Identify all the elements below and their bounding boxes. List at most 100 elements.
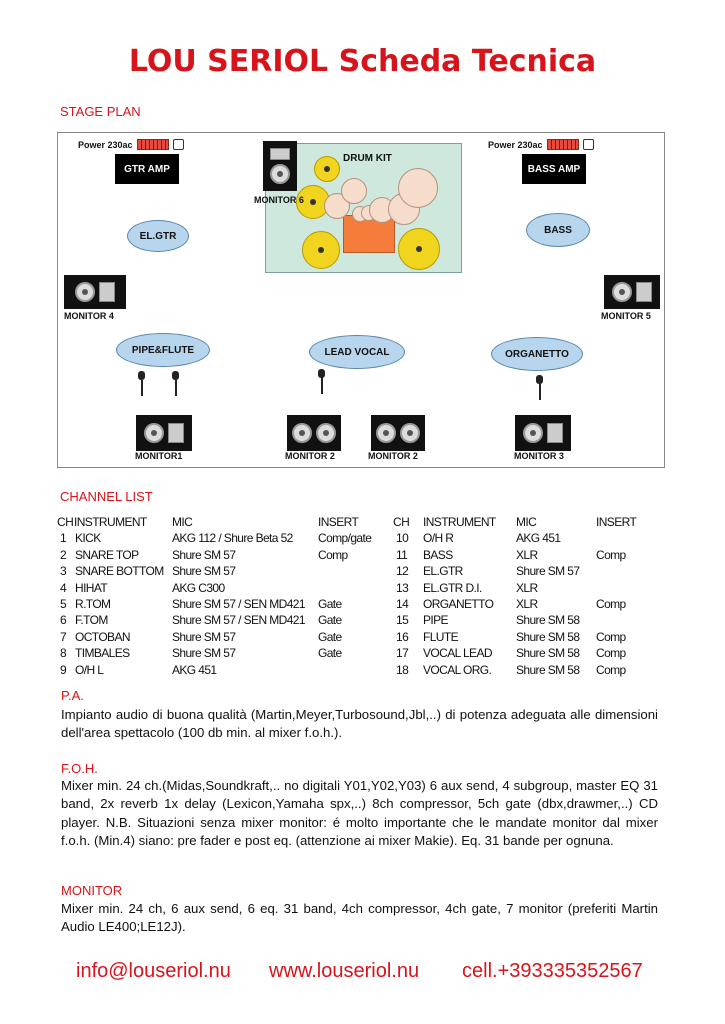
mic-icon — [536, 375, 543, 400]
monitor-1-speaker — [136, 415, 192, 451]
ch-number: 12 — [396, 564, 409, 579]
header-ch: CH — [57, 515, 74, 529]
ch-insert: Comp — [596, 547, 626, 562]
ch-mic: Shure SM 57 — [172, 547, 236, 562]
ch-instrument: OCTOBAN — [75, 629, 131, 644]
ch-number: 9 — [60, 662, 67, 677]
power-left: Power 230ac — [78, 139, 184, 150]
ch-instrument: SNARE TOP — [75, 547, 139, 562]
monitor-heading: MONITOR — [61, 883, 123, 898]
header-mic: MIC — [172, 515, 193, 529]
ch-instrument: R.TOM — [75, 596, 111, 611]
ch-mic: Shure SM 57 — [516, 564, 580, 579]
ch-mic: Shure SM 58 — [516, 646, 580, 661]
pa-heading: P.A. — [61, 688, 84, 703]
footer-email-link[interactable]: info@louseriol.nu — [76, 960, 231, 982]
ch-instrument: HIHAT — [75, 580, 108, 595]
foh-heading: F.O.H. — [61, 761, 98, 776]
crash-cymbal-right — [398, 228, 440, 270]
ch-number: 1 — [60, 531, 67, 546]
ch-mic: Shure SM 57 — [172, 646, 236, 661]
ch-instrument: KICK — [75, 531, 101, 546]
ch-mic: Shure SM 58 — [516, 629, 580, 644]
organetto-position: ORGANETTO — [491, 337, 583, 371]
ch-mic: XLR — [516, 547, 538, 562]
monitor-3-speaker — [515, 415, 571, 451]
ch-mic: Shure SM 57 — [172, 629, 236, 644]
bass-amp: BASS AMP — [522, 154, 586, 184]
ch-insert: Comp — [318, 547, 348, 562]
ch-number: 3 — [60, 564, 67, 579]
ch-mic: AKG C300 — [172, 580, 225, 595]
monitor-5-label: MONITOR 5 — [601, 311, 651, 321]
ch-instrument: EL.GTR D.I. — [423, 580, 482, 595]
el-gtr-position: EL.GTR — [127, 220, 189, 252]
mic-icon — [138, 371, 145, 396]
ch-instrument: VOCAL ORG. — [423, 662, 492, 677]
pa-text: Impianto audio di buona qualità (Martin,… — [61, 707, 658, 741]
power-strip-icon — [546, 139, 579, 150]
page-title: LOU SERIOL Scheda Tecnica — [128, 44, 597, 79]
ch-number: 17 — [396, 646, 409, 661]
power-right: Power 230ac — [488, 139, 594, 150]
ch-number: 8 — [60, 646, 67, 661]
footer-phone: cell.+393335352567 — [462, 960, 643, 982]
ch-number: 6 — [60, 613, 67, 628]
gtr-amp: GTR AMP — [115, 154, 179, 184]
ch-number: 16 — [396, 629, 409, 644]
monitor-2a-speaker — [287, 415, 341, 451]
ch-insert: Comp — [596, 646, 626, 661]
ch-insert: Gate — [318, 596, 342, 611]
ch-number: 18 — [396, 662, 409, 677]
ch-instrument: TIMBALES — [75, 646, 130, 661]
ch-insert: Comp — [596, 596, 626, 611]
ch-number: 4 — [60, 580, 67, 595]
power-left-label: Power 230ac — [78, 139, 133, 150]
power-strip-icon — [136, 139, 169, 150]
monitor-6-label: MONITOR 6 — [254, 195, 304, 205]
monitor-6-speaker — [263, 141, 297, 191]
stage-plan-diagram: Power 230ac Power 230ac GTR AMP BASS AMP… — [57, 132, 665, 468]
ch-number: 13 — [396, 580, 409, 595]
power-right-label: Power 230ac — [488, 139, 543, 150]
plug-icon — [582, 139, 594, 150]
ch-mic: Shure SM 57 — [172, 564, 236, 579]
monitor-2b-speaker — [371, 415, 425, 451]
ch-insert: Gate — [318, 629, 342, 644]
header-mic: MIC — [516, 515, 537, 529]
floor-tom-large — [398, 168, 438, 208]
ch-number: 5 — [60, 596, 67, 611]
pipe-flute-position: PIPE&FLUTE — [116, 333, 210, 367]
ch-insert: Gate — [318, 646, 342, 661]
header-ch: CH — [393, 515, 410, 529]
ch-insert: Gate — [318, 613, 342, 628]
channel-row: 4 HIHAT AKG C300 — [57, 581, 397, 597]
ch-insert: Comp — [596, 662, 626, 677]
channel-row: 8 TIMBALES Shure SM 57 Gate — [57, 646, 397, 662]
bass-position: BASS — [526, 213, 590, 247]
monitor-text: Mixer min. 24 ch, 6 aux send, 6 eq. 31 b… — [61, 901, 658, 935]
ch-insert: Comp — [596, 629, 626, 644]
drum-kit-label: DRUM KIT — [343, 153, 392, 164]
footer-website-link[interactable]: www.louseriol.nu — [269, 960, 420, 982]
rack-tom — [341, 178, 367, 204]
channel-row: 3 SNARE BOTTOM Shure SM 57 — [57, 564, 397, 580]
ch-number: 2 — [60, 547, 67, 562]
ch-mic: Shure SM 57 / SEN MD421 — [172, 613, 306, 628]
ch-number: 11 — [396, 547, 408, 562]
plug-icon — [172, 139, 184, 150]
ch-instrument: SNARE BOTTOM — [75, 564, 164, 579]
hihat-cymbal — [314, 156, 340, 182]
